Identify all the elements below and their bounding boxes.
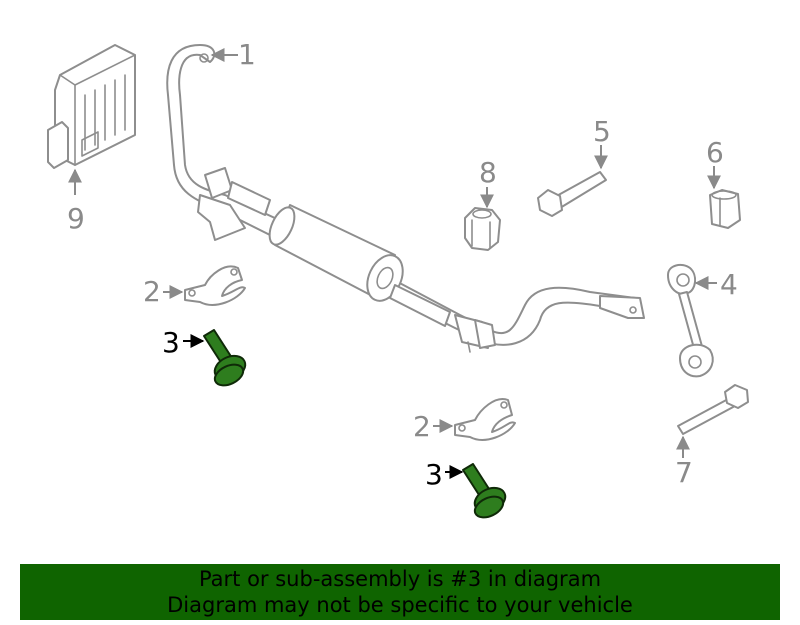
part-2-bracket-upper[interactable] <box>163 265 246 306</box>
part-5-bolt[interactable] <box>537 145 608 217</box>
part-4-stabilizer-link[interactable] <box>667 263 717 378</box>
part-9-control-module[interactable] <box>47 44 136 195</box>
part-7-bolt[interactable] <box>676 384 749 458</box>
info-banner: Part or sub-assembly is #3 in diagram Di… <box>20 564 780 620</box>
callout-5: 5 <box>593 115 611 148</box>
callout-1: 1 <box>238 38 256 71</box>
parts-diagram: 1 2 2 3 3 4 5 6 7 8 9 <box>47 38 749 521</box>
callout-9: 9 <box>67 202 85 235</box>
part-3-bolt-right[interactable] <box>445 463 509 521</box>
callout-3-right: 3 <box>425 458 443 491</box>
callout-2-upper: 2 <box>143 275 161 308</box>
part-1-stabilizer-bar[interactable] <box>166 44 645 353</box>
callout-3-left: 3 <box>162 326 180 359</box>
part-8-flange-nut[interactable] <box>464 187 501 251</box>
banner-line-1: Part or sub-assembly is #3 in diagram <box>198 567 602 591</box>
callout-7: 7 <box>675 456 693 489</box>
callout-8: 8 <box>479 156 497 189</box>
bar-damper <box>268 204 451 327</box>
banner-line-2: Diagram may not be specific to your vehi… <box>167 593 633 617</box>
callout-6: 6 <box>706 136 724 169</box>
part-6-nut[interactable] <box>707 166 741 229</box>
part-2-bracket-lower[interactable] <box>433 398 516 441</box>
part-3-bolt-left[interactable] <box>183 329 249 389</box>
callout-2-lower: 2 <box>413 410 431 443</box>
callout-4: 4 <box>720 268 738 301</box>
